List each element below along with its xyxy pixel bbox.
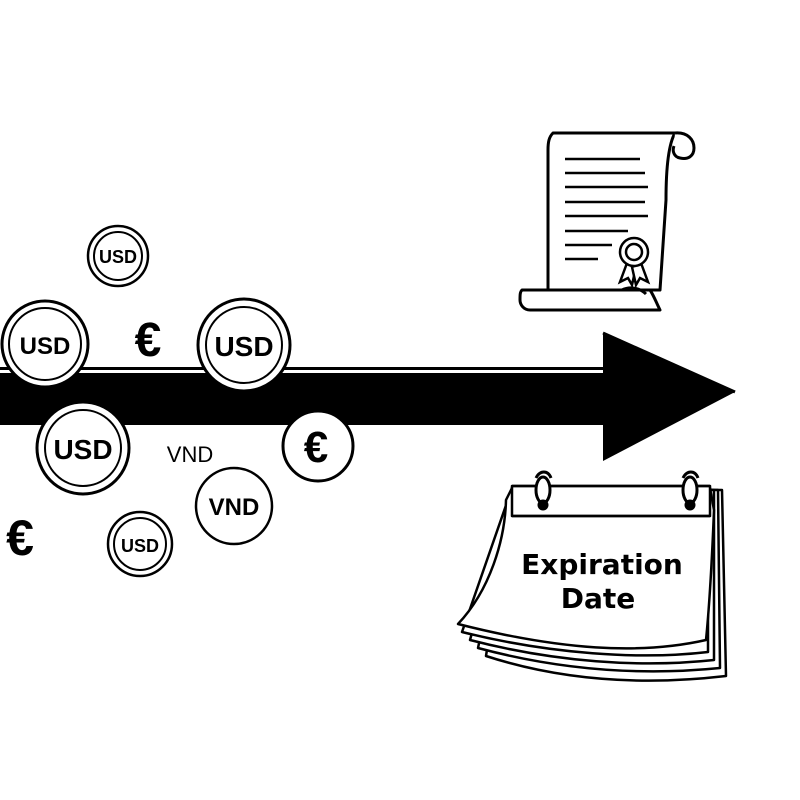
euro-symbol-top: € <box>135 314 162 367</box>
usd-coin-center-label: USD <box>214 331 273 362</box>
vnd-text: VND <box>167 442 213 467</box>
usd-coin-lower: USD <box>35 400 131 496</box>
calendar-label-line1: Expiration <box>521 548 683 581</box>
usd-coin-center: USD <box>196 297 292 393</box>
euro-coin: € <box>281 409 355 483</box>
usd-coin-small-bottom: USD <box>106 510 174 578</box>
calendar-label-line2: Date <box>561 582 636 615</box>
vnd-coin-label: VND <box>209 494 260 521</box>
euro-coin-label: € <box>304 423 328 472</box>
usd-coin-left-label: USD <box>20 333 71 360</box>
usd-coin-small-bottom-label: USD <box>121 536 159 556</box>
calendar-ring-right <box>681 470 700 511</box>
usd-coin-small-top: USD <box>86 224 150 288</box>
award-seal-icon <box>617 236 651 289</box>
usd-coin-small-top-label: USD <box>99 247 137 267</box>
usd-coin-lower-label: USD <box>53 434 112 465</box>
euro-symbol-left: € <box>6 510 34 566</box>
vnd-coin: VND <box>194 466 274 546</box>
usd-coin-left: USD <box>0 299 90 389</box>
certificate-text-lines <box>565 157 648 261</box>
calendar-ring-left <box>534 470 553 511</box>
